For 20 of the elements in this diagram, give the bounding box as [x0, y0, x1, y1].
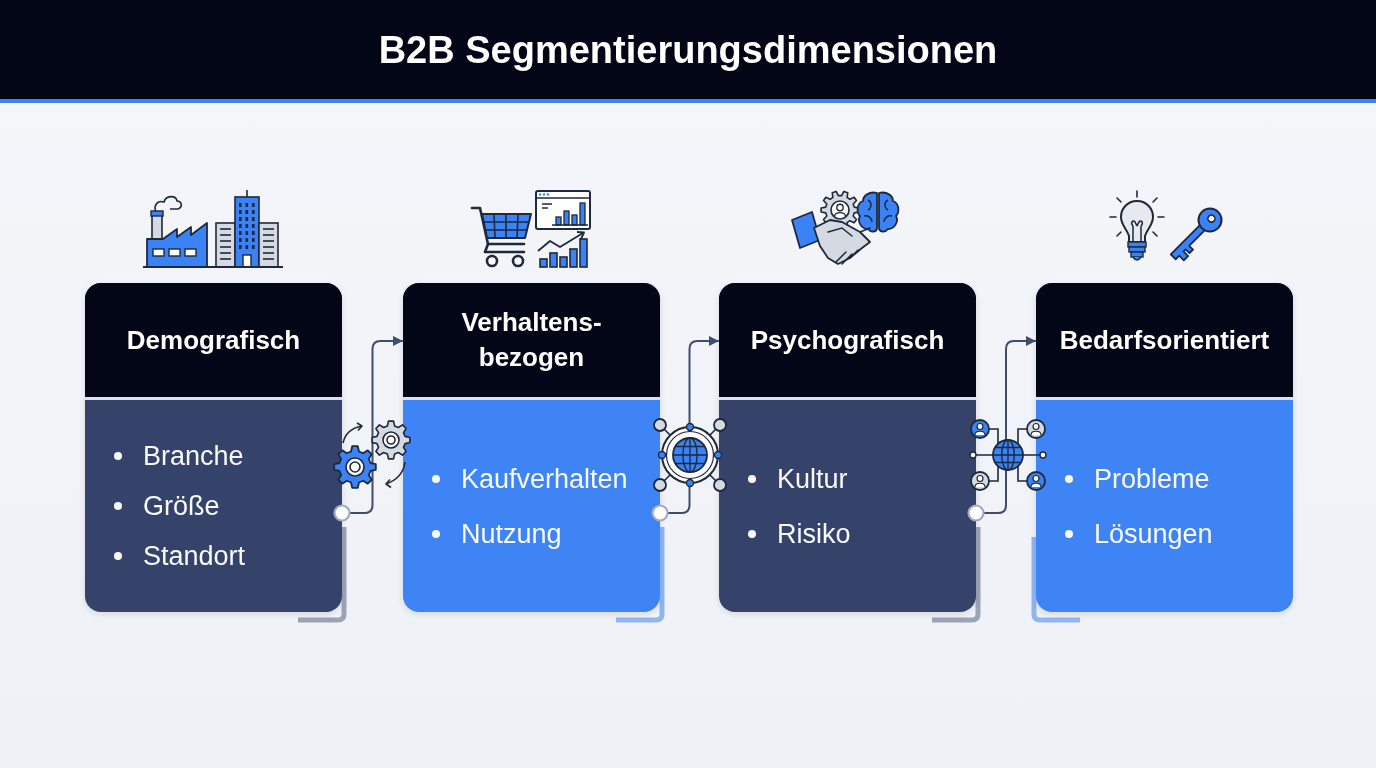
card-title: Demografisch	[126, 323, 301, 357]
connector-arrow	[333, 336, 404, 522]
connector-arrow	[967, 336, 1037, 522]
segment-card	[85, 283, 342, 612]
bullet-item: Probleme	[1065, 461, 1210, 496]
bullet-item: Kaufverhalten	[432, 461, 628, 496]
segment-card	[1036, 283, 1293, 612]
card-title: Psychografisch	[750, 323, 945, 357]
bullet-item: Kultur	[748, 461, 848, 496]
segment-card	[403, 283, 660, 612]
card-title: Bedarfsorientiert	[1059, 323, 1270, 357]
segment-card	[719, 283, 976, 612]
card-title: Verhaltens- bezogen	[460, 306, 603, 374]
bullet-item: Risiko	[748, 516, 851, 551]
bullet-item: Standort	[114, 539, 246, 573]
bullet-item: Nutzung	[432, 516, 562, 551]
page-title: B2B Segmentierungsdimensionen	[378, 27, 998, 73]
bullet-item: Größe	[114, 489, 220, 523]
bullet-item: Branche	[114, 439, 244, 473]
bullet-item: Lösungen	[1065, 516, 1213, 551]
